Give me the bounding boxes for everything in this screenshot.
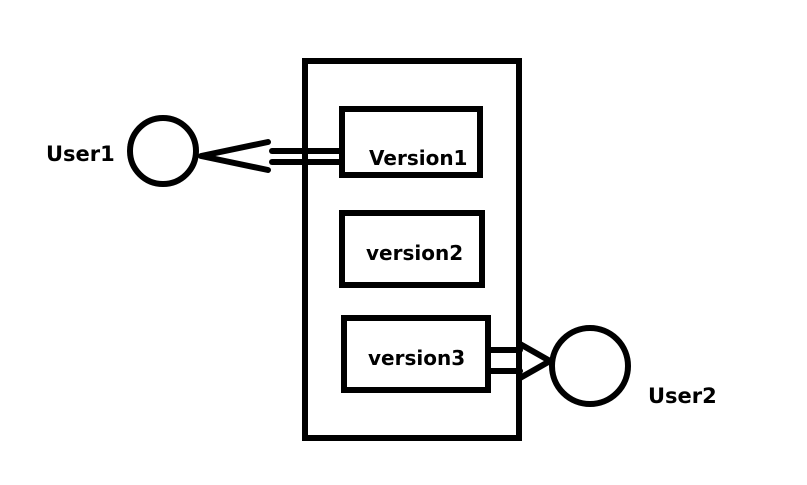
version1-label: Version1 bbox=[369, 146, 468, 170]
user1-label: User1 bbox=[46, 142, 115, 166]
user2-label: User2 bbox=[648, 384, 717, 408]
version3-label: version3 bbox=[368, 346, 466, 370]
version2-box bbox=[339, 210, 485, 288]
user1-circle bbox=[127, 115, 199, 187]
repository-box bbox=[302, 58, 522, 441]
user2-circle bbox=[549, 325, 631, 407]
arrow-version3-to-user2 bbox=[485, 341, 553, 381]
version2-label: version2 bbox=[366, 241, 464, 265]
version1-box bbox=[339, 106, 483, 178]
arrow-version1-to-user1 bbox=[198, 139, 343, 173]
version3-box bbox=[341, 315, 491, 393]
